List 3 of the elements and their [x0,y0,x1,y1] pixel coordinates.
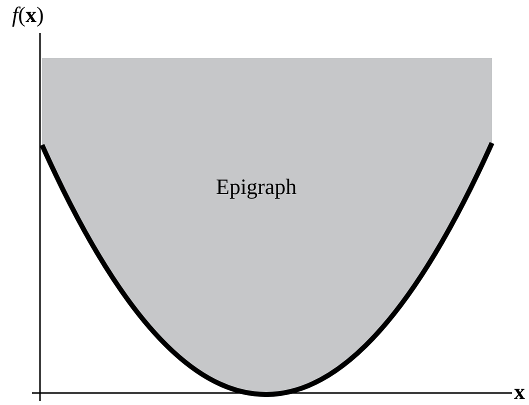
region-label: Epigraph [216,173,297,201]
x-axis-label: x [514,381,525,403]
y-axis-label: f(x) [12,4,44,26]
